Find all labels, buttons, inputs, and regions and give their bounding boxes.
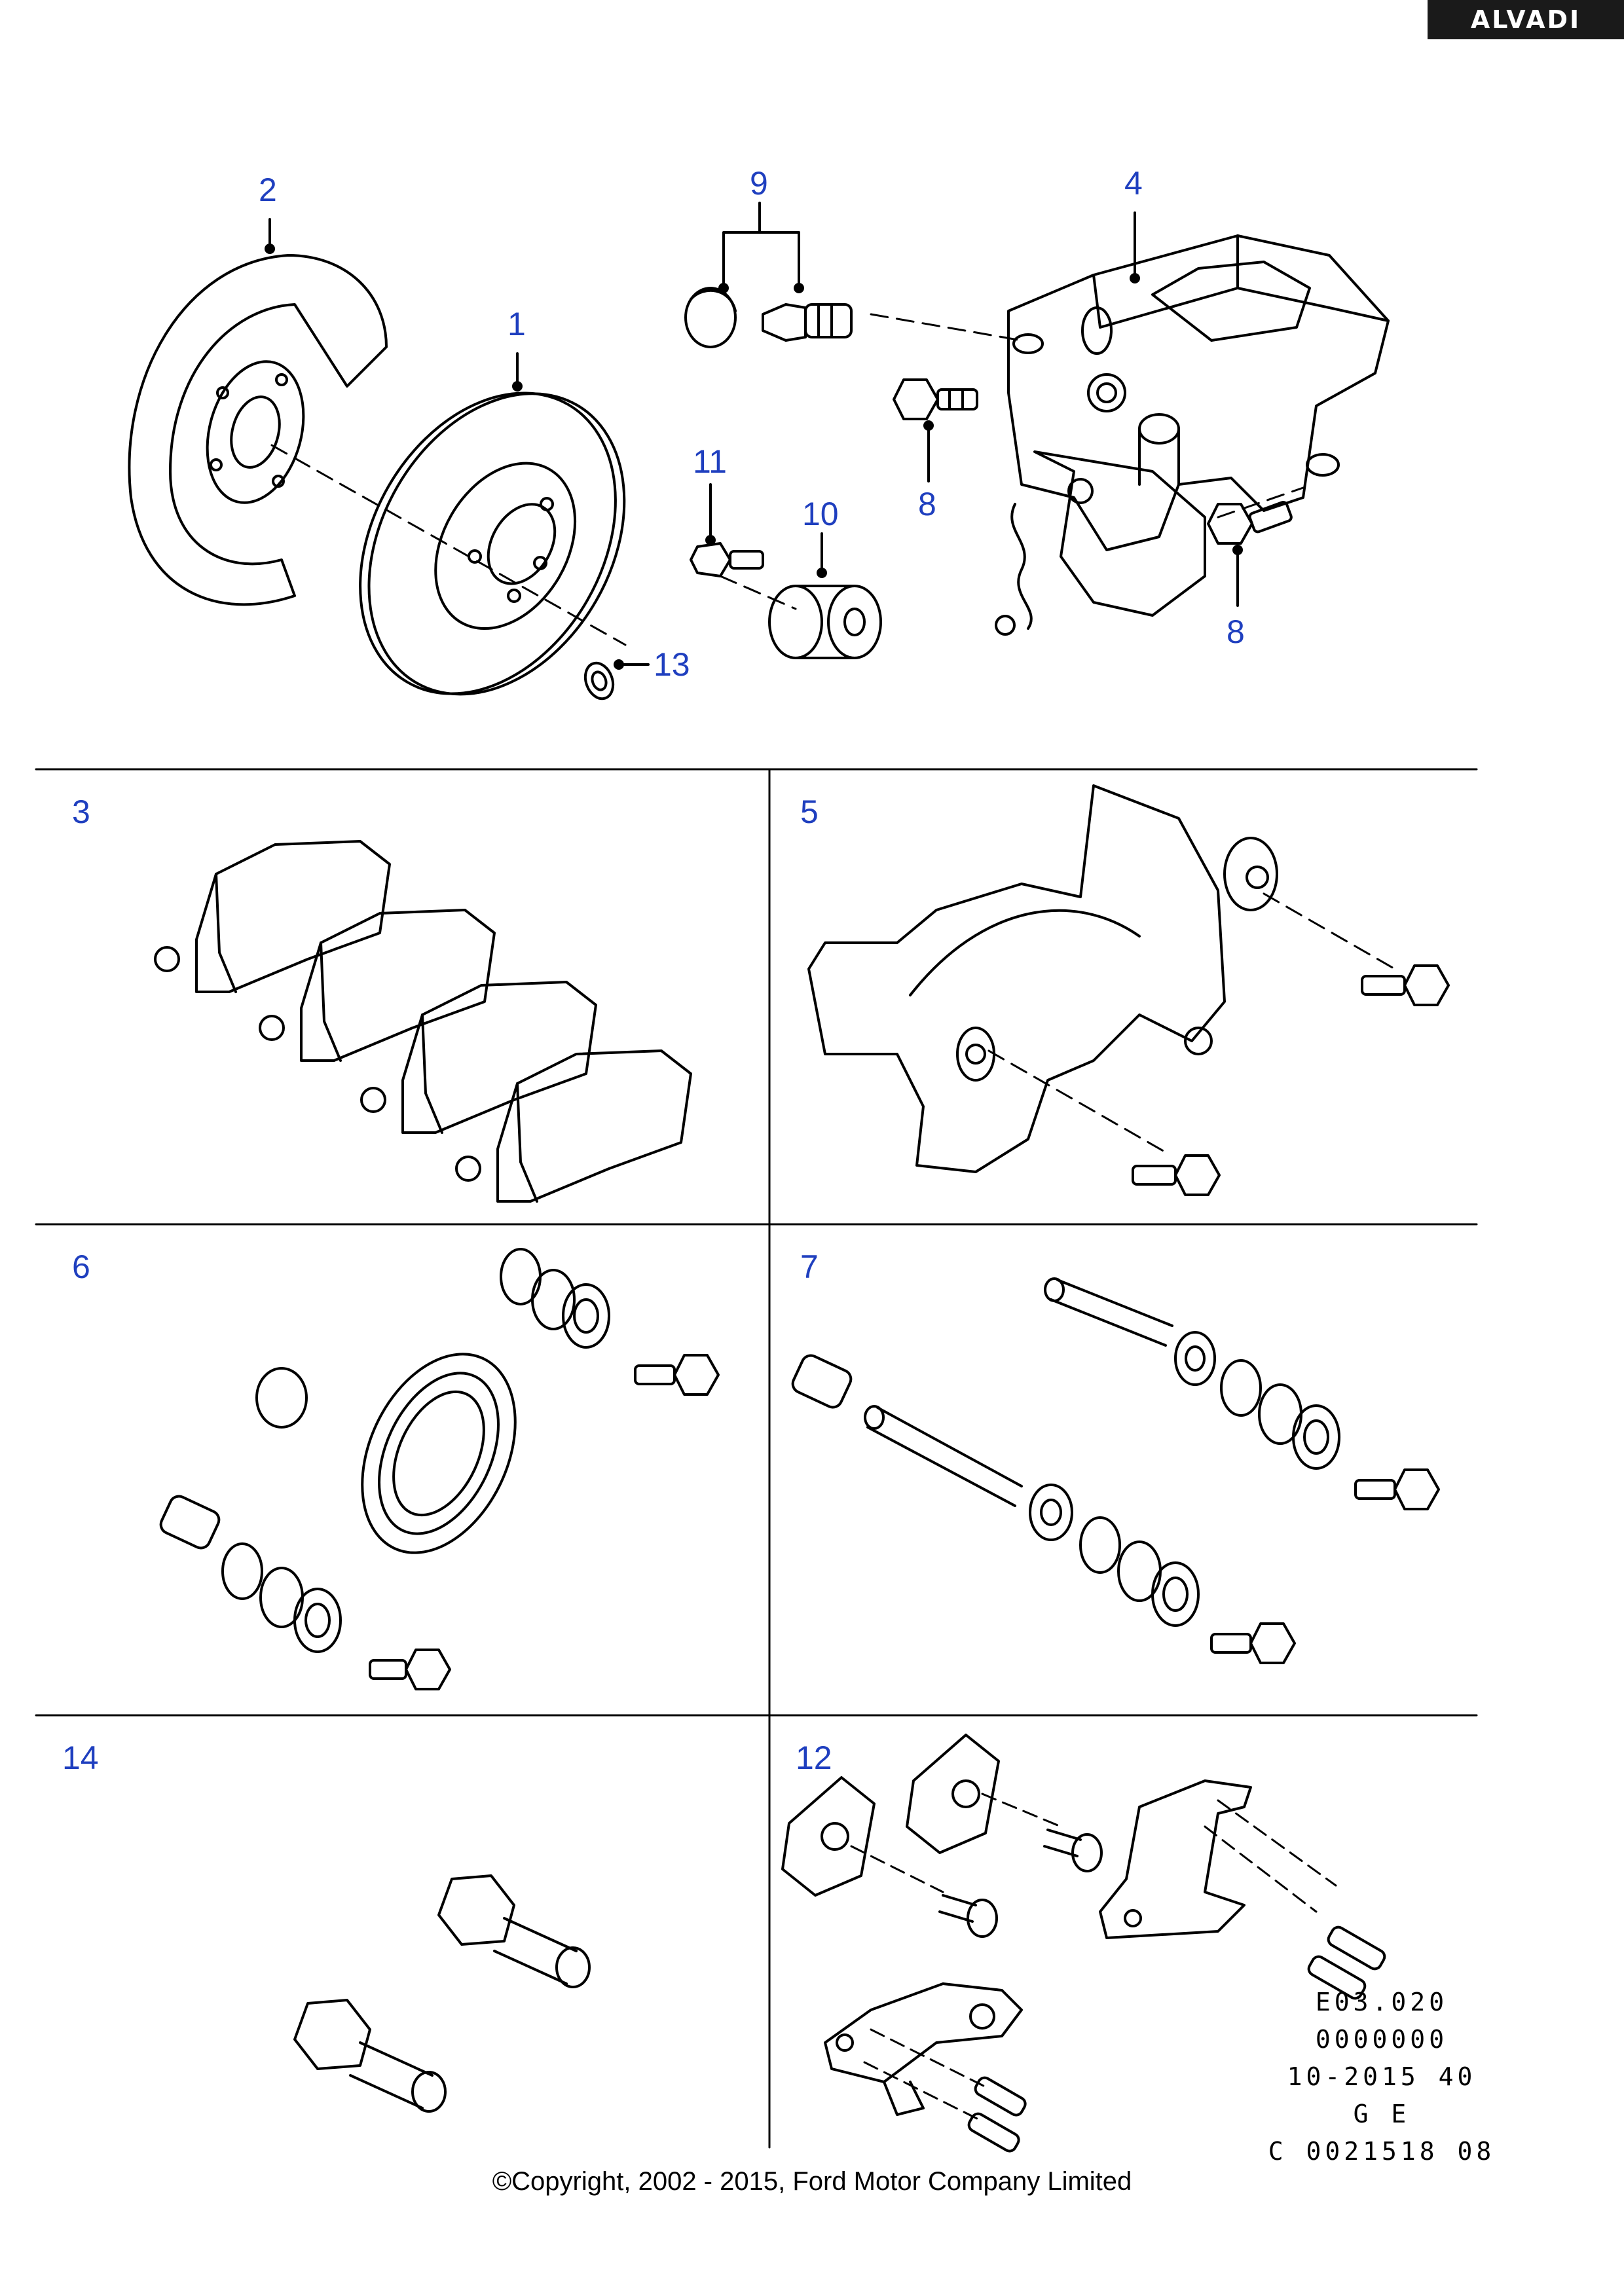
callout-leaders [265, 202, 1243, 670]
bolt-part-d [1210, 1622, 1296, 1664]
guide-pin-upper-part [1044, 1277, 1216, 1386]
bleed-screw-part [762, 303, 853, 342]
callout-1: 1 [507, 306, 526, 342]
callout-4: 4 [1124, 165, 1143, 202]
carrier-bolt-lower-part [1132, 1154, 1221, 1196]
code-line-3: 10-2015 40 [1287, 2062, 1477, 2091]
caliper-bolt-lower-part [1207, 501, 1293, 545]
bracket-small-lower-part [781, 1776, 876, 1897]
code-line-2: 0000000 [1315, 2025, 1449, 2054]
copyright-notice: ©Copyright, 2002 - 2015, Ford Motor Comp… [492, 2167, 1132, 2196]
bolt-part-a [634, 1354, 720, 1396]
panel-label-7: 7 [800, 1248, 819, 1285]
sleeve-part-2 [791, 1354, 853, 1409]
flange-bolt-lower-part [293, 1999, 447, 2113]
screw-part-b [938, 1894, 998, 1938]
callout-8-lower: 8 [1227, 613, 1245, 650]
callout-9: 9 [750, 165, 768, 202]
code-line-1: E03.020 [1315, 1988, 1449, 2016]
dust-cap-part [684, 287, 737, 348]
flange-bolt-upper-part [437, 1874, 591, 1988]
piston-seal-part [361, 1353, 517, 1554]
panel-label-14: 14 [62, 1740, 99, 1776]
callout-11: 11 [693, 443, 727, 480]
panel-label-5: 5 [800, 793, 819, 830]
bracket-large-upper-part [1099, 1779, 1252, 1939]
piston-boot-part [500, 1248, 610, 1349]
caliper-bolt-upper-part [893, 378, 978, 420]
panel-grid [35, 768, 1478, 2149]
small-bolt-part [690, 542, 764, 577]
diagram-code-block: E03.020 0000000 10-2015 40 G E C 0021518… [1244, 1984, 1519, 2170]
bracket-axis-lines [850, 1793, 1337, 2123]
dust-shield-part [128, 254, 388, 606]
sleeve-part [159, 1495, 221, 1550]
guide-boot-upper-part [1220, 1359, 1340, 1470]
brand-badge: ALVADI [1428, 0, 1624, 39]
callout-8-upper: 8 [918, 486, 936, 522]
panel-label-12: 12 [796, 1740, 832, 1776]
guide-pin-lower-part [864, 1405, 1073, 1541]
retaining-clip-part [583, 661, 615, 701]
callout-2: 2 [259, 172, 277, 208]
bracket-small-upper-part [906, 1734, 1000, 1854]
panel-label-3: 3 [72, 793, 90, 830]
code-line-4: G E [1353, 2100, 1411, 2128]
dust-cap-part-2 [255, 1367, 308, 1429]
assembly-axis-lines [270, 313, 1304, 646]
brake-caliper-part [995, 234, 1390, 636]
guide-boot-lower-part [1079, 1516, 1200, 1627]
bolt-part-b [369, 1649, 451, 1690]
callout-10: 10 [802, 496, 839, 532]
brake-disc-part [359, 392, 626, 696]
screw-part-a [1043, 1829, 1103, 1872]
panel-label-6: 6 [72, 1248, 90, 1285]
code-line-5: C 0021518 08 [1268, 2137, 1496, 2166]
caliper-carrier-part [807, 784, 1278, 1173]
guide-bush-part [768, 585, 882, 659]
bracket-large-lower-part [824, 1982, 1023, 2116]
brake-pads-set [154, 840, 692, 1203]
callout-13: 13 [654, 646, 690, 683]
bolt-part-c [1354, 1468, 1440, 1510]
carrier-axis-lines [987, 892, 1396, 1154]
guide-boot-part [221, 1542, 342, 1653]
carrier-bolt-upper-part [1361, 964, 1450, 1006]
